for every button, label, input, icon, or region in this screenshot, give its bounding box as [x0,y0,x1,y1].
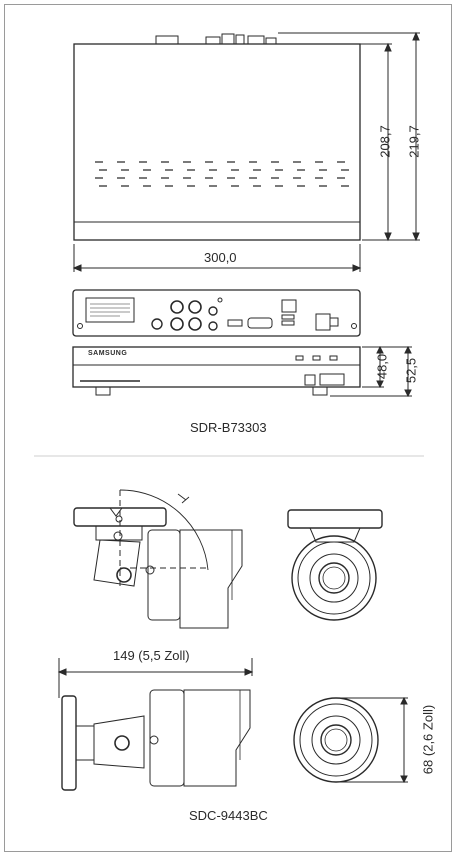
vent-slots [95,161,349,187]
dvr-width-label: 300,0 [204,250,237,265]
dvr-depth-label-2: 219,7 [406,125,422,158]
dvr-top-view [72,31,420,272]
dvr-front-view [72,345,412,398]
brand-logo: SAMSUNG [88,350,128,357]
dvr-model-caption: SDR-B73303 [190,420,267,435]
dvr-rear-view [72,289,361,337]
dvr-height-label-2: 52,5 [403,357,419,384]
figure-frame [4,4,452,852]
camera-side-view-dimensioned [57,658,254,791]
camera-side-view [73,489,243,629]
dvr-height-label-1: 48,0 [374,353,390,380]
camera-height-label: 68 (2,6 Zoll) [420,704,436,775]
camera-front-view [287,509,383,621]
camera-model-caption: SDC-9443BC [189,808,268,823]
camera-width-label: 149 (5,5 Zoll) [113,648,190,663]
camera-front-view-dimensioned [293,696,408,784]
dvr-depth-label-1: 208,7 [377,125,393,158]
